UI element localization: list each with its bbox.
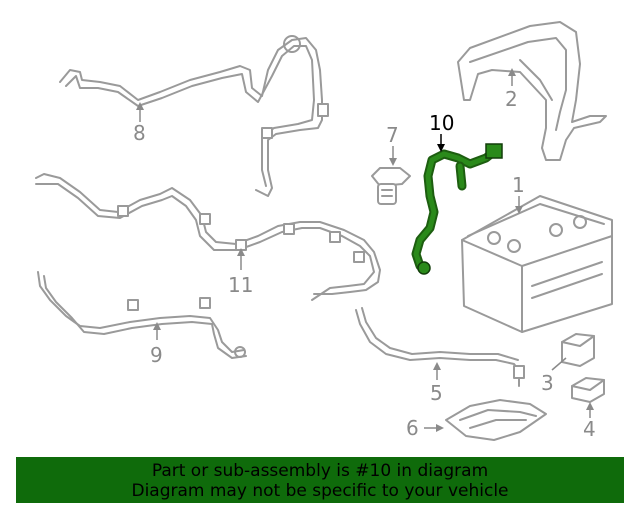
parts-diagram: 8 11 9 7 10 bbox=[35, 21, 613, 441]
part-11-harness[interactable] bbox=[35, 173, 381, 301]
part-4-clamp[interactable] bbox=[571, 377, 605, 403]
part-7-terminal[interactable] bbox=[371, 167, 411, 205]
callout-9: 9 bbox=[150, 343, 163, 367]
callout-6: 6 bbox=[406, 416, 419, 440]
leader-3 bbox=[551, 357, 567, 371]
part-3-cover[interactable] bbox=[561, 333, 595, 367]
callout-5: 5 bbox=[430, 381, 443, 405]
part-1-battery[interactable] bbox=[461, 195, 613, 333]
callout-2: 2 bbox=[505, 87, 518, 111]
callout-3: 3 bbox=[541, 371, 554, 395]
part-2-bracket[interactable] bbox=[457, 21, 607, 161]
banner-line-1: Part or sub-assembly is #10 in diagram bbox=[151, 461, 489, 481]
part-6-tray[interactable] bbox=[445, 399, 547, 441]
info-banner: Part or sub-assembly is #10 in diagram D… bbox=[16, 457, 624, 503]
callout-10: 10 bbox=[429, 111, 454, 135]
callout-8: 8 bbox=[133, 121, 146, 145]
callout-4: 4 bbox=[583, 417, 596, 441]
callout-7: 7 bbox=[386, 123, 399, 147]
part-10-cable[interactable] bbox=[411, 143, 503, 275]
part-8-harness[interactable] bbox=[59, 35, 329, 197]
banner-line-2: Diagram may not be specific to your vehi… bbox=[131, 481, 509, 501]
callout-11: 11 bbox=[228, 273, 253, 297]
callout-1: 1 bbox=[512, 173, 525, 197]
part-5-cable[interactable] bbox=[355, 307, 525, 387]
part-9-harness[interactable] bbox=[37, 271, 247, 359]
